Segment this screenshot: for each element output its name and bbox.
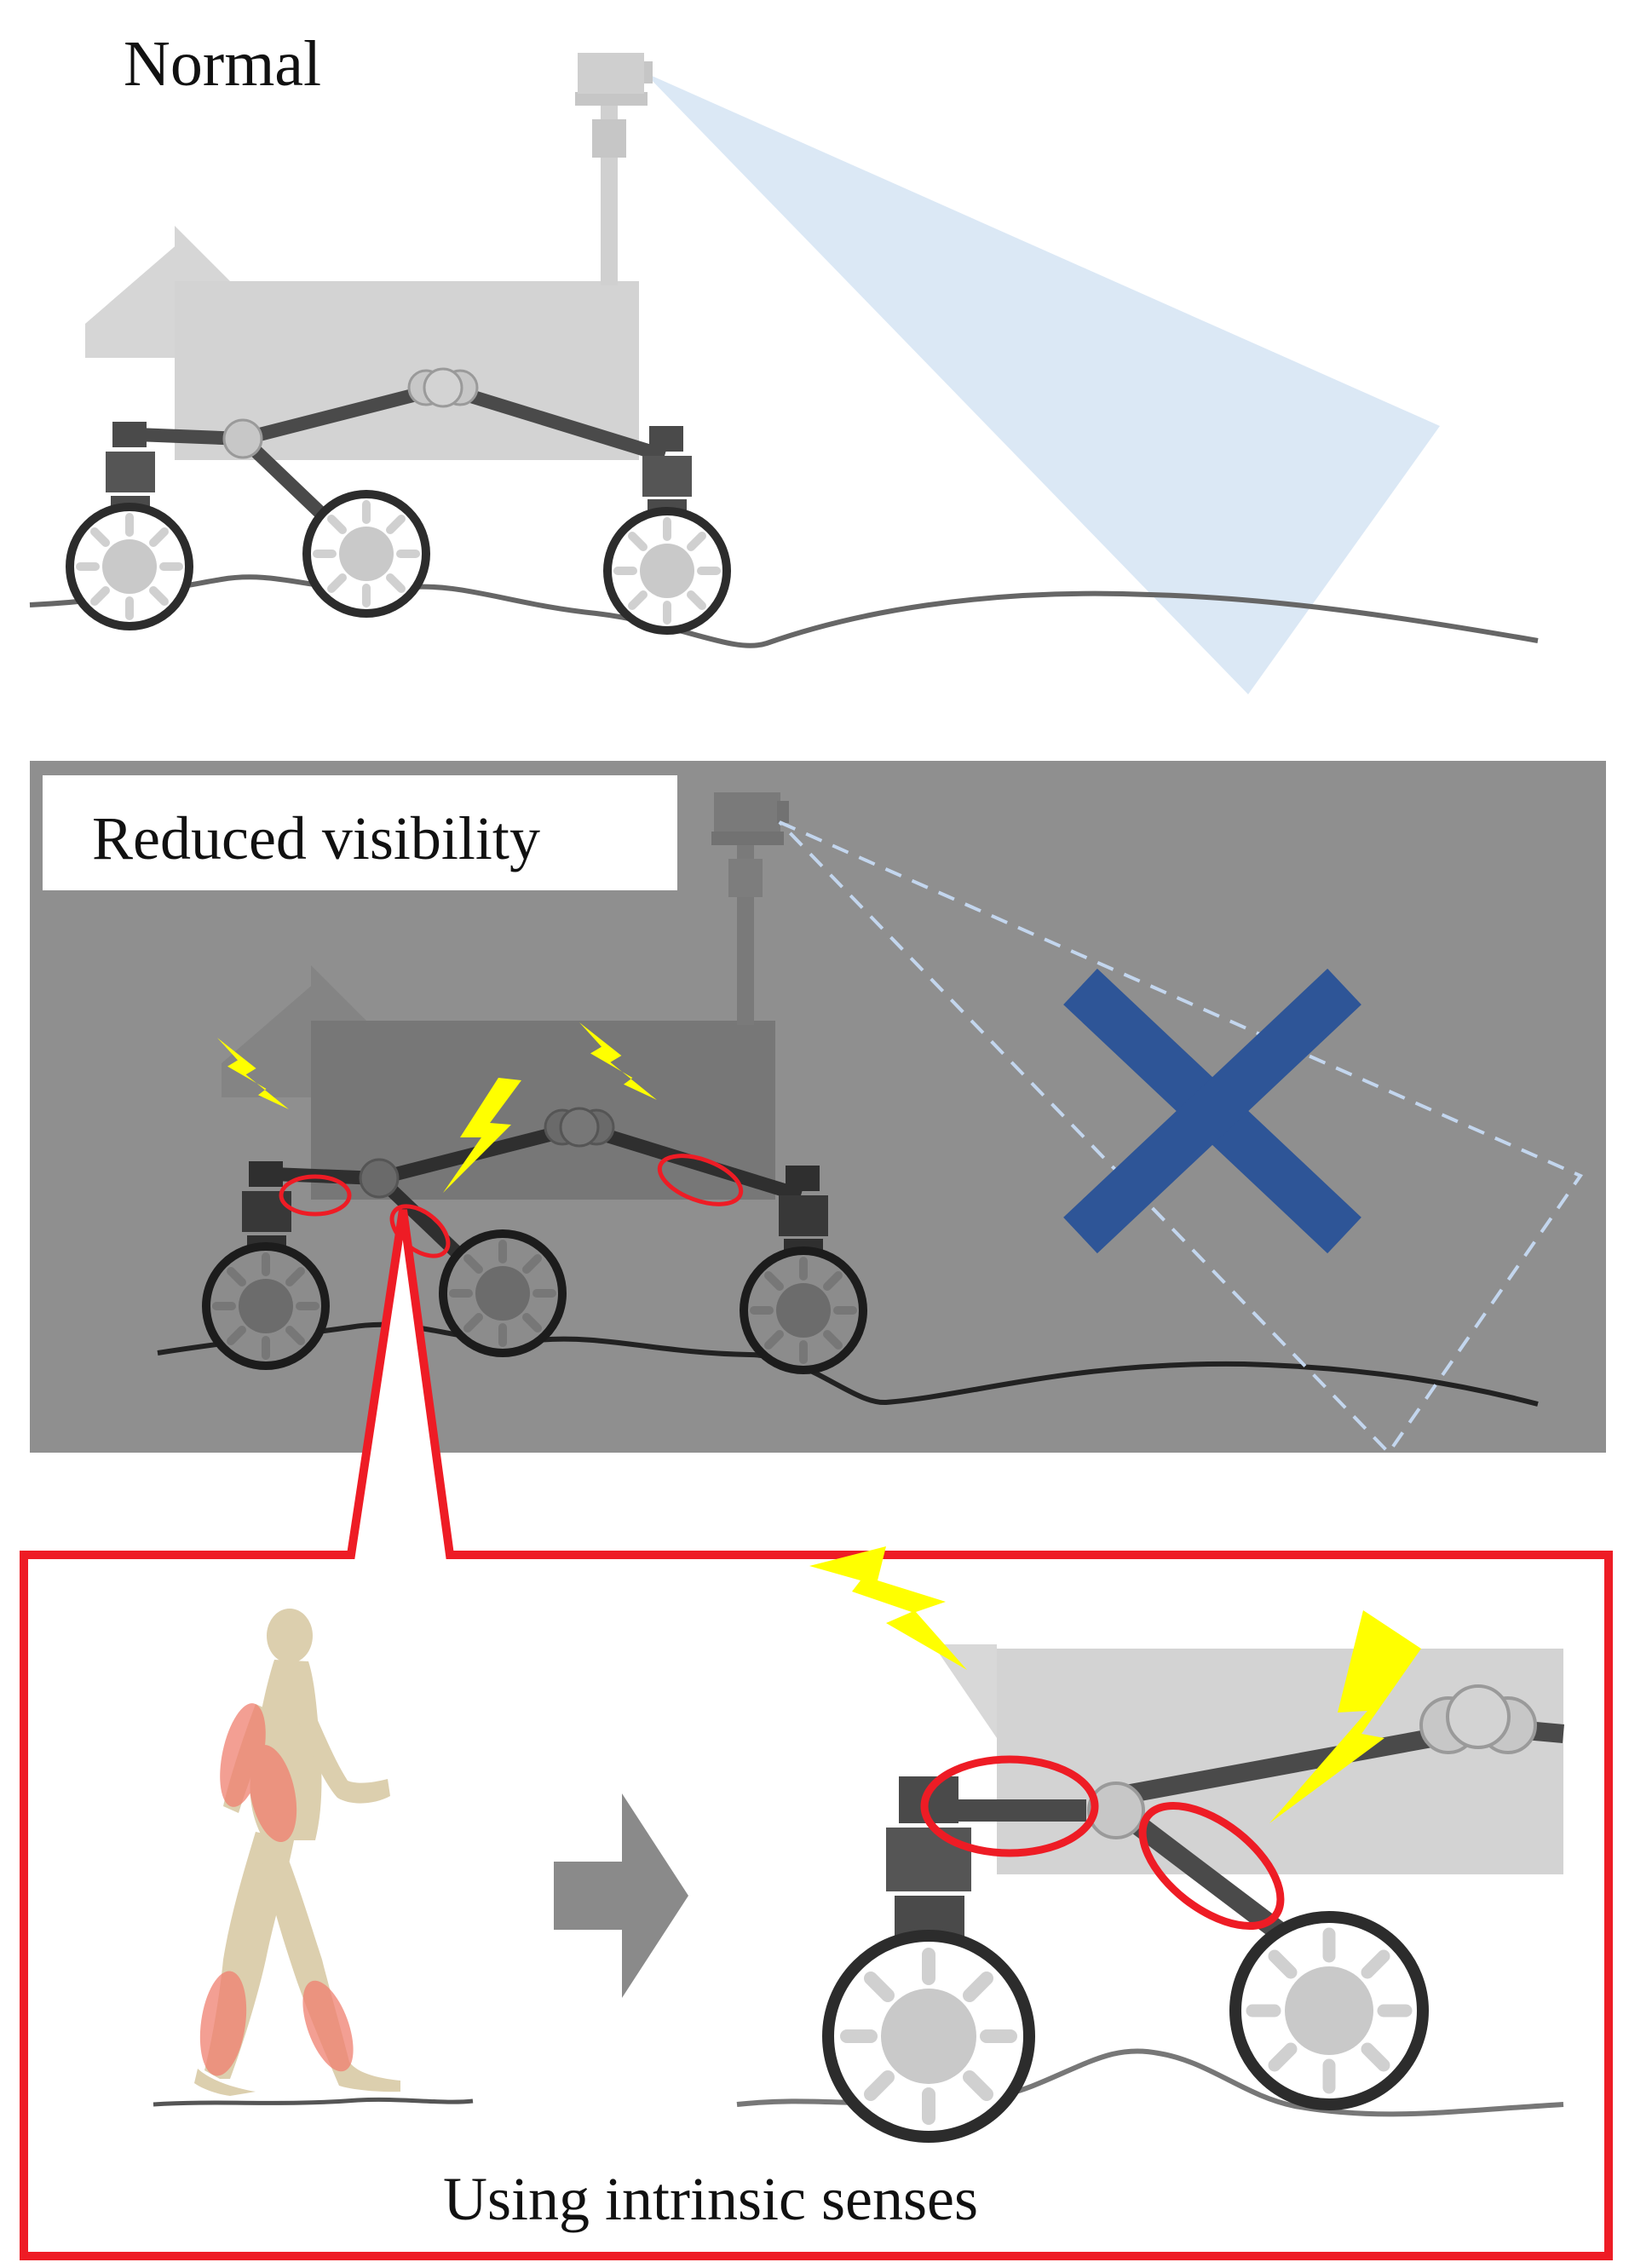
ground-line-human — [153, 2097, 474, 2107]
walking-human-icon — [153, 1609, 474, 2107]
callout-frame — [20, 1209, 1613, 2260]
panel-reduced-visibility: Reduced visibility — [30, 761, 1606, 1456]
lightning-icon — [443, 1078, 521, 1193]
panel-normal: Normal — [29, 28, 1539, 694]
lightning-icon — [809, 1546, 967, 1670]
lightning-icon — [1269, 1610, 1421, 1823]
highlight-left-link — [279, 1174, 352, 1217]
highlight-bogie-link-zoomed — [1138, 1801, 1285, 1931]
camera-icon — [578, 53, 644, 94]
calf-muscle — [199, 1971, 247, 2076]
reduced-visibility-label-box — [43, 775, 677, 890]
rover-zoomed — [736, 1546, 1564, 2143]
rover-normal — [70, 53, 727, 630]
blocked-view-cone — [778, 820, 1584, 1456]
cross-icon — [1063, 968, 1361, 1254]
thigh-muscle — [248, 1745, 297, 1842]
calf-muscle — [302, 1980, 354, 2072]
panel-normal-label: Normal — [124, 28, 321, 100]
highlight-left-link-zoomed — [920, 1755, 1099, 1857]
panel-reduced-label: Reduced visibility — [92, 804, 540, 872]
camera-view-cone — [644, 72, 1440, 694]
arrow-right-icon — [554, 1793, 688, 1998]
highlight-rocker-link — [657, 1154, 744, 1206]
panel-intrinsic-label: Using intrinsic senses — [443, 2165, 978, 2233]
panel-intrinsic-senses: Using intrinsic senses — [20, 1209, 1613, 2260]
